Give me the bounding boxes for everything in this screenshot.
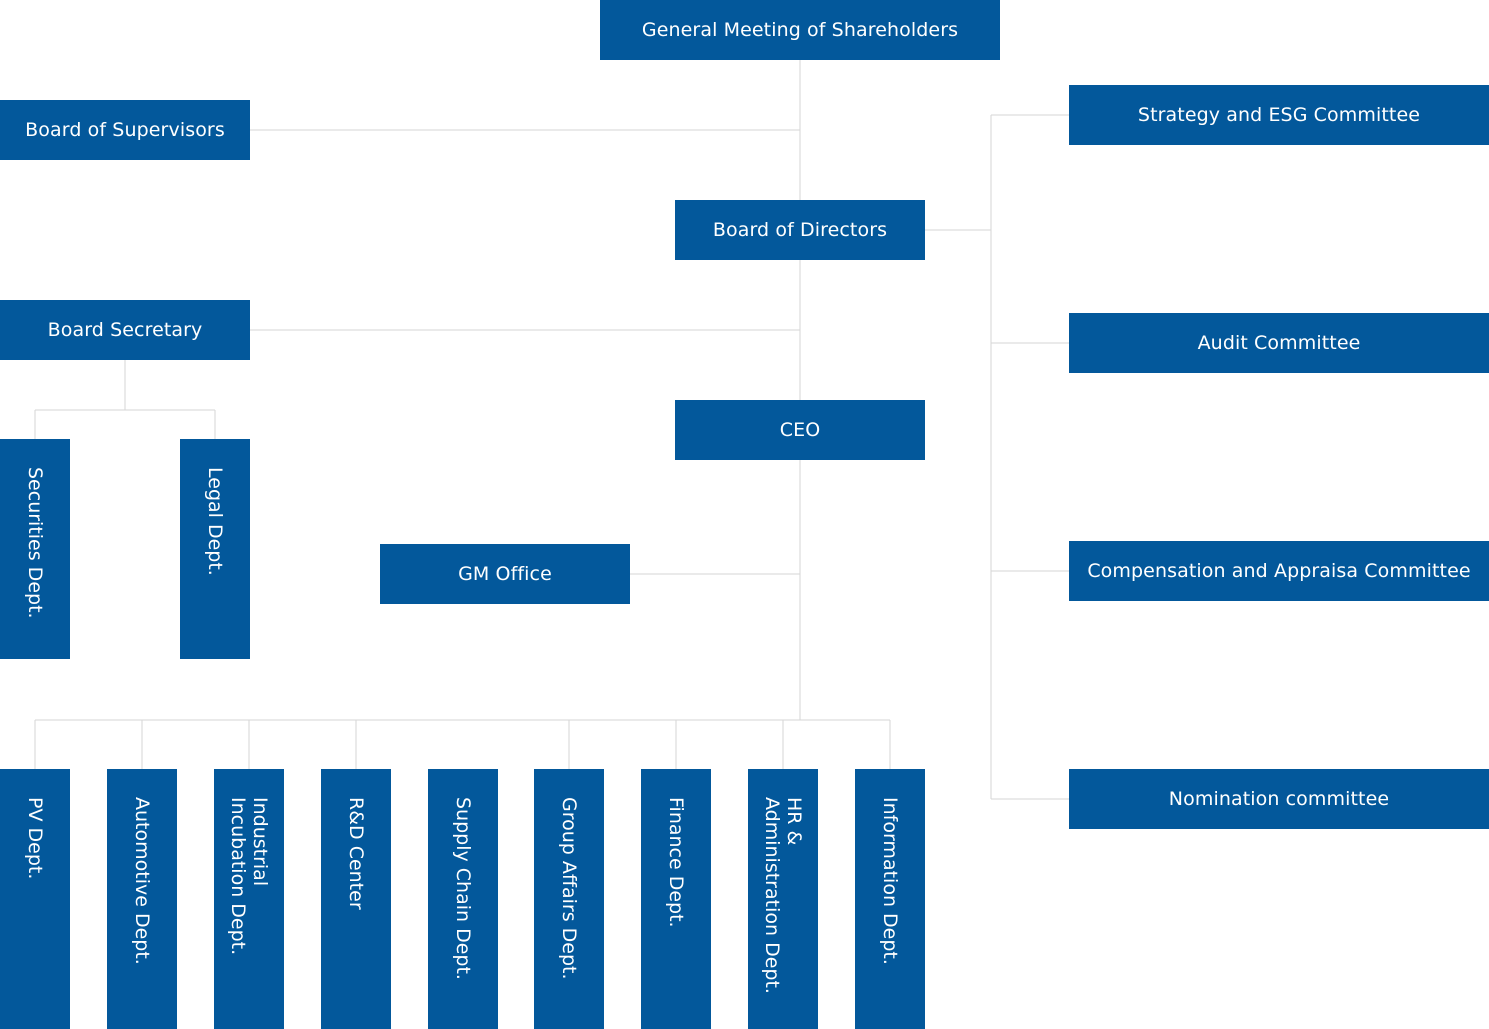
committee-compensation: Compensation and Appraisa Committee xyxy=(1069,541,1489,601)
dept-hr-administration: HR & Administration Dept. xyxy=(748,769,818,1029)
dept-supply-chain: Supply Chain Dept. xyxy=(428,769,498,1029)
dept-rd-center: R&D Center xyxy=(321,769,391,1029)
dept-pv: PV Dept. xyxy=(0,769,70,1029)
gm-office-box: GM Office xyxy=(380,544,630,604)
supervisors-box: Board of Supervisors xyxy=(0,100,250,160)
dept-pv-label: PV Dept. xyxy=(24,797,46,880)
committee-audit: Audit Committee xyxy=(1069,313,1489,373)
securities-dept-label: Securities Dept. xyxy=(24,467,46,619)
shareholders-box: General Meeting of Shareholders xyxy=(600,0,1000,60)
dept-automotive-label: Automotive Dept. xyxy=(131,797,153,965)
dept-group-affairs: Group Affairs Dept. xyxy=(534,769,604,1029)
dept-rd-center-label: R&D Center xyxy=(345,797,367,910)
securities-dept-box: Securities Dept. xyxy=(0,439,70,659)
dept-automotive: Automotive Dept. xyxy=(107,769,177,1029)
secretary-box: Board Secretary xyxy=(0,300,250,360)
dept-group-affairs-label: Group Affairs Dept. xyxy=(558,797,580,980)
dept-industrial-incubation-label: Industrial Incubation Dept. xyxy=(227,797,271,956)
legal-dept-label: Legal Dept. xyxy=(204,467,226,576)
dept-finance: Finance Dept. xyxy=(641,769,711,1029)
dept-information-label: Information Dept. xyxy=(879,797,901,965)
committee-nomination: Nomination committee xyxy=(1069,769,1489,829)
dept-finance-label: Finance Dept. xyxy=(665,797,687,928)
directors-box: Board of Directors xyxy=(675,200,925,260)
dept-supply-chain-label: Supply Chain Dept. xyxy=(452,797,474,980)
committee-strategy-esg: Strategy and ESG Committee xyxy=(1069,85,1489,145)
dept-industrial-incubation: Industrial Incubation Dept. xyxy=(214,769,284,1029)
legal-dept-box: Legal Dept. xyxy=(180,439,250,659)
dept-hr-administration-label: HR & Administration Dept. xyxy=(761,797,805,994)
dept-information: Information Dept. xyxy=(855,769,925,1029)
ceo-box: CEO xyxy=(675,400,925,460)
